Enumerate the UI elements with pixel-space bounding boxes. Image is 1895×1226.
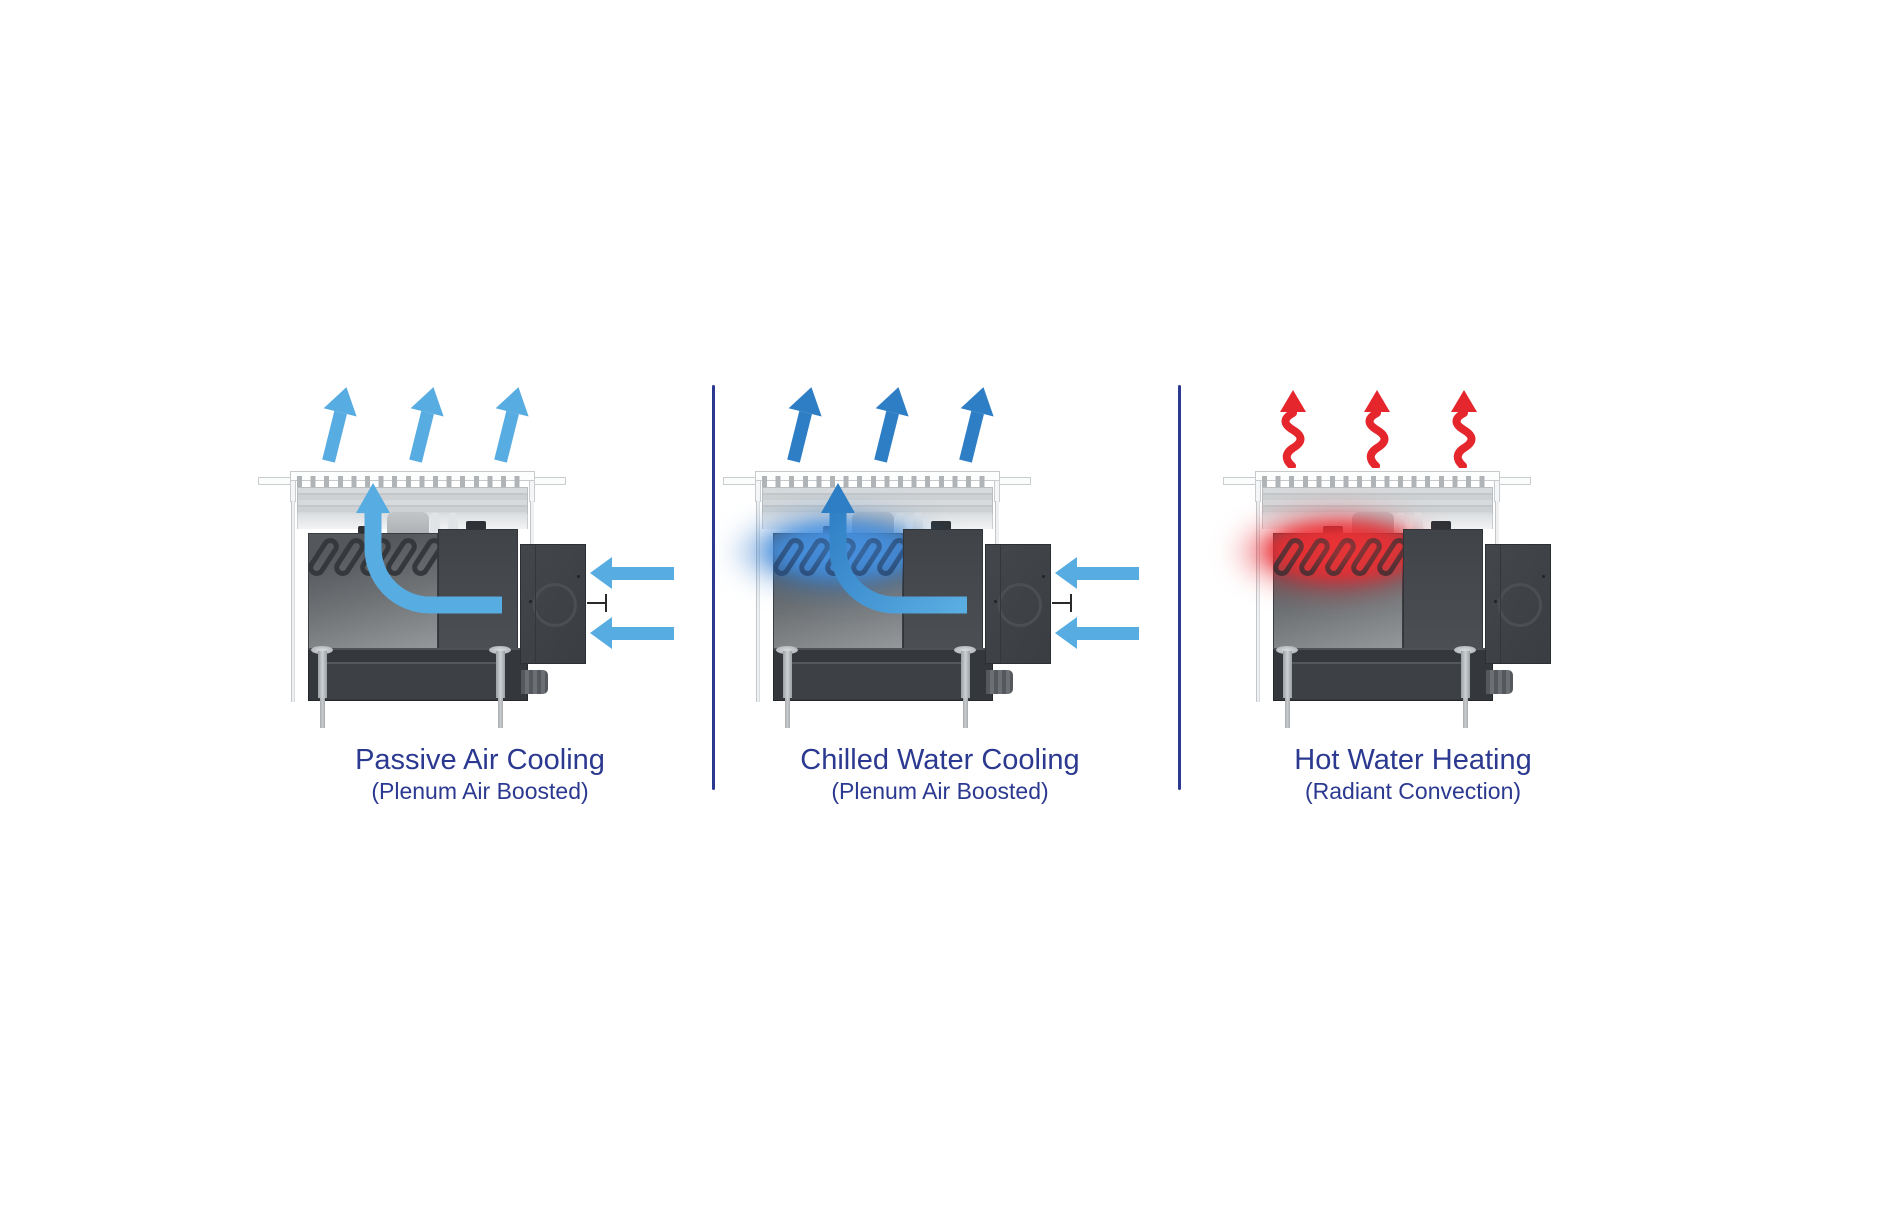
panel-title: Passive Air Cooling bbox=[355, 744, 605, 776]
fan-section bbox=[438, 529, 518, 655]
panel-divider bbox=[712, 385, 715, 790]
motor-housing bbox=[387, 512, 429, 533]
grille-louvers bbox=[1262, 487, 1493, 515]
conduit-cap bbox=[1070, 594, 1072, 612]
screw bbox=[1494, 600, 1497, 603]
panel-caption: Passive Air Cooling (Plenum Air Boosted) bbox=[240, 742, 720, 805]
intake-air-arrow-icon bbox=[1055, 557, 1139, 589]
grille-louvers bbox=[297, 487, 528, 515]
conduit-cap bbox=[605, 594, 607, 612]
grille-slats bbox=[297, 476, 528, 488]
exhaust-air-arrow-icon bbox=[483, 383, 535, 467]
side-rail bbox=[530, 501, 534, 559]
exhaust-air-arrow-icon bbox=[948, 383, 1000, 467]
drain-tray-panel bbox=[321, 662, 499, 699]
ceiling-flange bbox=[258, 477, 292, 485]
knockout-circle bbox=[1498, 583, 1542, 627]
fan-section bbox=[903, 529, 983, 655]
ceiling-flange bbox=[532, 477, 566, 485]
flange-tab bbox=[755, 480, 761, 502]
panel-divider bbox=[1178, 385, 1181, 790]
pipe-stub bbox=[986, 670, 1013, 694]
junction-box bbox=[1485, 544, 1551, 664]
clip bbox=[1431, 521, 1451, 530]
intake-air-arrow-icon bbox=[590, 617, 674, 649]
flange-tab bbox=[994, 480, 1000, 502]
pipe-stub bbox=[521, 670, 548, 694]
seam bbox=[1500, 545, 1501, 663]
side-rail bbox=[1256, 501, 1260, 702]
grille-slats bbox=[762, 476, 993, 488]
side-rail bbox=[995, 501, 999, 559]
screw bbox=[577, 575, 580, 578]
ceiling-flange bbox=[1497, 477, 1531, 485]
panel-chilled-water-cooling: Chilled Water Cooling (Plenum Air Booste… bbox=[705, 0, 1185, 1226]
exhaust-air-arrow-icon bbox=[863, 383, 915, 467]
panel-subtitle: (Radiant Convection) bbox=[1304, 778, 1522, 804]
ceiling-flange bbox=[997, 477, 1031, 485]
screw bbox=[529, 600, 532, 603]
ceiling-flange bbox=[723, 477, 757, 485]
panel-caption: Chilled Water Cooling (Plenum Air Booste… bbox=[700, 742, 1180, 805]
pipe-stub bbox=[1486, 670, 1513, 694]
heat-wave-arrow-icon bbox=[1280, 390, 1306, 468]
exhaust-air-arrow-icon bbox=[776, 383, 828, 467]
seam bbox=[1000, 545, 1001, 663]
grille-slats bbox=[1262, 476, 1493, 488]
panel-caption: Hot Water Heating (Radiant Convection) bbox=[1173, 742, 1653, 805]
flange-tab bbox=[1494, 480, 1500, 502]
drain-tray bbox=[1273, 648, 1493, 701]
panel-title: Hot Water Heating bbox=[1294, 744, 1532, 776]
drain-tray-panel bbox=[786, 662, 964, 699]
knockout-circle bbox=[998, 583, 1042, 627]
curved-airflow-arrow-icon bbox=[821, 483, 967, 614]
panel-subtitle: (Plenum Air Boosted) bbox=[371, 778, 589, 804]
flange-tab bbox=[290, 480, 296, 502]
drain-tray bbox=[308, 648, 528, 701]
side-rail bbox=[1495, 501, 1499, 559]
exhaust-air-arrow-icon bbox=[398, 383, 450, 467]
knockout-circle bbox=[533, 583, 577, 627]
mounting-bracket bbox=[447, 513, 459, 533]
screw bbox=[1542, 575, 1545, 578]
drain-tray bbox=[773, 648, 993, 701]
flange-tab bbox=[529, 480, 535, 502]
clip bbox=[466, 521, 486, 530]
conduit bbox=[587, 602, 607, 604]
motor-housing bbox=[1352, 512, 1394, 533]
heat-wave-arrow-icon bbox=[1451, 390, 1477, 468]
curved-airflow-arrow-icon bbox=[356, 483, 502, 614]
panel-passive-air-cooling: Passive Air Cooling (Plenum Air Boosted) bbox=[240, 0, 720, 1226]
mounting-bracket bbox=[429, 513, 441, 533]
conduit bbox=[1052, 602, 1072, 604]
intake-air-arrow-icon bbox=[590, 557, 674, 589]
seam bbox=[535, 545, 536, 663]
junction-box bbox=[520, 544, 586, 664]
junction-box bbox=[985, 544, 1051, 664]
side-rail bbox=[291, 501, 295, 702]
heat-wave-arrow-icon bbox=[1364, 390, 1390, 468]
panel-hot-water-heating: Hot Water Heating (Radiant Convection) bbox=[1205, 0, 1685, 1226]
drain-tray-panel bbox=[1286, 662, 1464, 699]
screw bbox=[1042, 575, 1045, 578]
exhaust-air-arrow-icon bbox=[311, 383, 363, 467]
ceiling-flange bbox=[1223, 477, 1257, 485]
intake-air-arrow-icon bbox=[1055, 617, 1139, 649]
panel-title: Chilled Water Cooling bbox=[800, 744, 1080, 776]
flange-tab bbox=[1255, 480, 1261, 502]
side-rail bbox=[756, 501, 760, 702]
fan-section bbox=[1403, 529, 1483, 655]
panel-subtitle: (Plenum Air Boosted) bbox=[831, 778, 1049, 804]
screw bbox=[994, 600, 997, 603]
